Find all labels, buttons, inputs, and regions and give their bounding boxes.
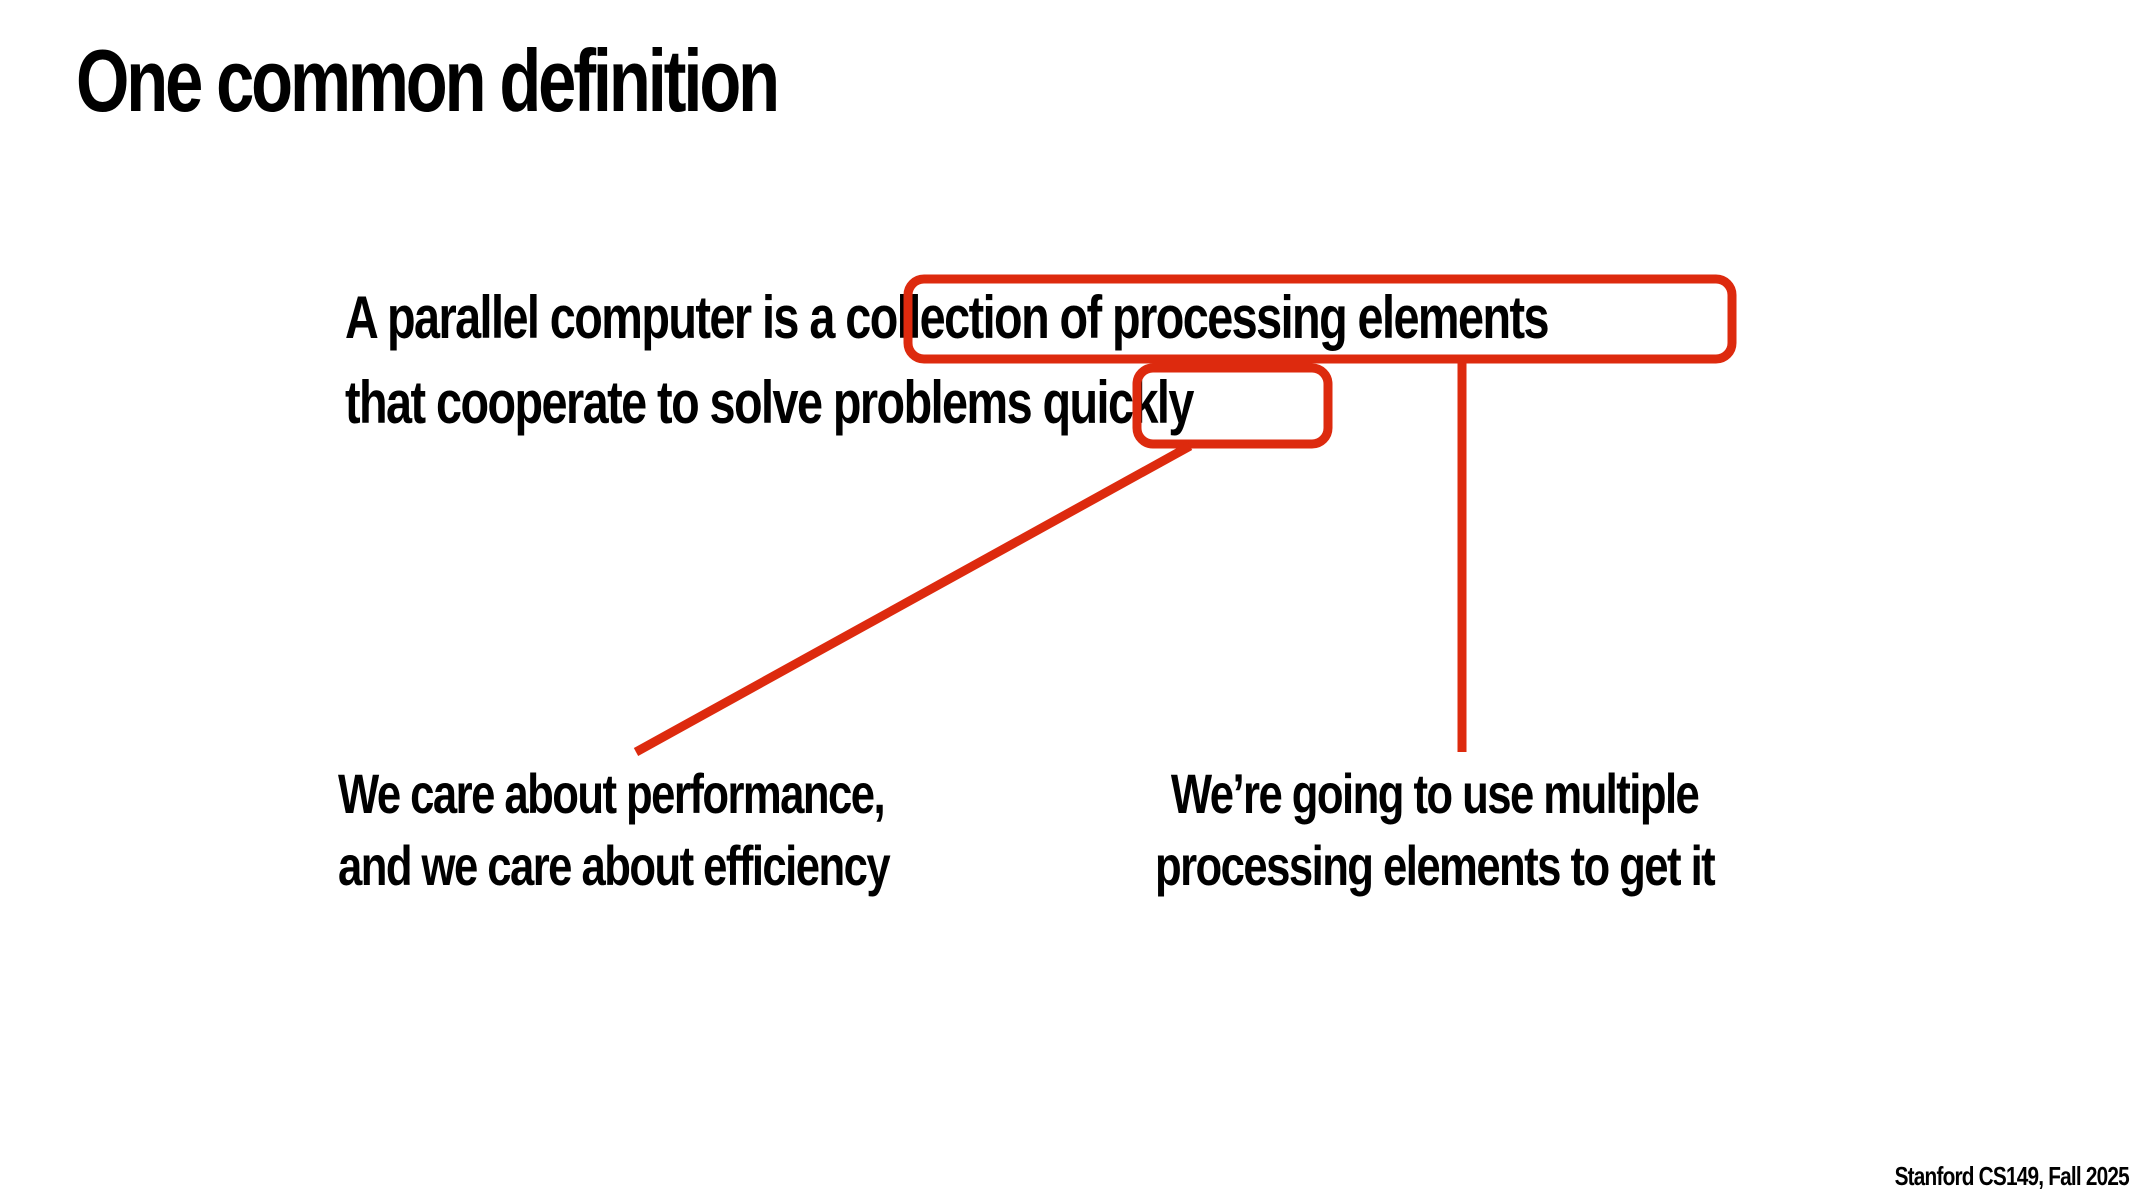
definition-line-2: that cooperate to solve problems quickly (345, 368, 1194, 437)
highlight-collection-of-processing-elements: collection of processing elements (845, 284, 1549, 351)
highlight-box-processing-elements (903, 274, 1737, 364)
annotation-performance-line-1: We care about performance, (338, 762, 886, 825)
definition-line-1-prefix: A parallel computer is a (345, 284, 846, 351)
annotation-processing-elements-line-2: processing elements to get it (1155, 834, 1716, 897)
annotation-performance: We care about performance, and we care a… (338, 758, 891, 902)
annotation-performance-line-2: and we care about efficiency (338, 834, 891, 897)
highlight-box-quickly (1132, 363, 1333, 449)
definition-line-1: A parallel computer is a collection of p… (345, 283, 1550, 352)
annotation-processing-elements: We’re going to use multiple processing e… (1155, 758, 1716, 902)
slide-title: One common definition (76, 31, 780, 130)
definition-line-2-prefix: that cooperate to solve problems (345, 369, 1043, 436)
highlight-quickly: quickly (1042, 369, 1194, 436)
annotation-processing-elements-line-1: We’re going to use multiple (1170, 762, 1700, 825)
slide-footer: Stanford CS149, Fall 2025 (1894, 1161, 2130, 1191)
callout-line-quickly (633, 442, 1193, 756)
